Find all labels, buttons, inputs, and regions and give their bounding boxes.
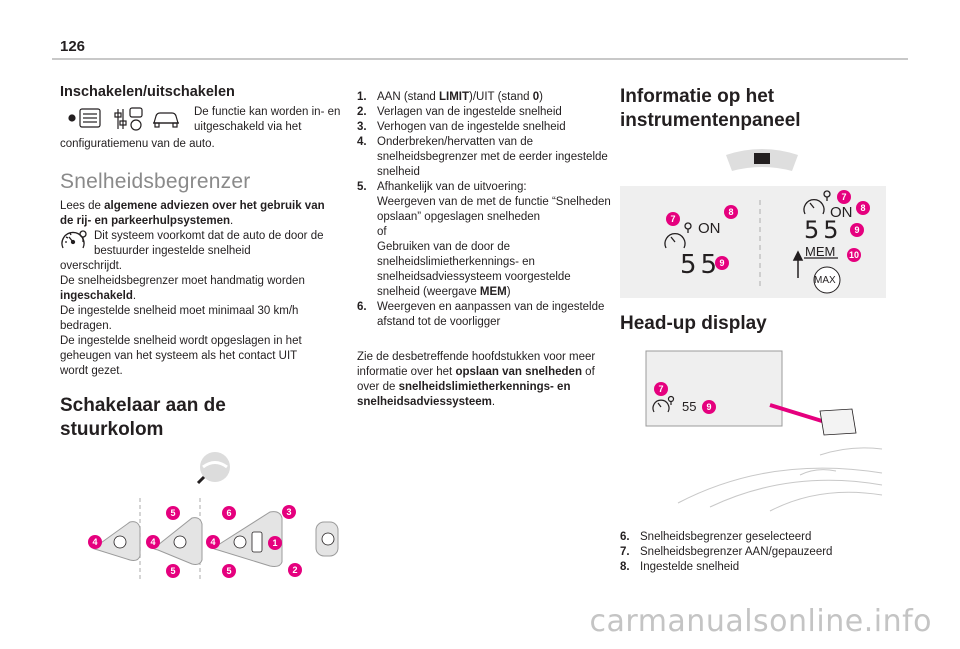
callout-badge: 4: [88, 535, 102, 549]
list-item-text: AAN (stand LIMIT)/UIT (stand 0): [377, 91, 543, 103]
set-speed-right: 55: [804, 216, 843, 244]
header-rule: [52, 58, 908, 60]
list-item-number: 8.: [620, 561, 630, 573]
steering-wheel-icon: [196, 452, 230, 485]
speed-limiter-icon: [60, 228, 88, 254]
list-item-number: 1.: [357, 91, 367, 103]
limiter-on-label-left: ON: [698, 220, 721, 237]
mem-label: MEM: [805, 244, 836, 259]
callout-badge: 8: [724, 205, 738, 219]
system-description: Dit systeem voorkomt dat de auto de door…: [94, 230, 324, 257]
switch-text-continued: configuratiemenu van de auto.: [60, 138, 215, 150]
callout-badge: 6: [222, 506, 236, 520]
callout-badge: 7: [837, 190, 851, 204]
memory-text: De ingestelde snelheid wordt opgeslagen …: [60, 335, 302, 377]
callout-badge: 5: [166, 506, 180, 520]
manual-activation-text: De snelheidsbegrenzer moet handmatig wor…: [60, 275, 305, 302]
list-item-text: Verlagen van de ingestelde snelheid: [377, 106, 562, 118]
callout-badge: 1: [268, 536, 282, 550]
list-item-text: Onderbreken/hervatten van de snelheidsbe…: [377, 136, 608, 178]
list-item: 6. Weergeven en aanpassen van de ingestel…: [357, 300, 615, 330]
list-item: 4. Onderbreken/hervatten van de snelheids…: [357, 135, 615, 180]
set-speed-left: 55: [680, 250, 722, 280]
list-item-number: 6.: [357, 301, 367, 313]
list-item: 3. Verhogen van de ingestelde snelheid: [357, 120, 615, 135]
see-also-paragraph: Zie de desbetreffende hoofdstukken voor …: [357, 351, 596, 408]
list-item-number: 7.: [620, 546, 630, 558]
list-item-text: Snelheidsbegrenzer AAN/gepauzeerd: [640, 546, 833, 558]
instrument-cluster-icon: [722, 145, 802, 175]
stalk-heading: Schakelaar aan de stuurkolom: [60, 395, 226, 440]
callout-badge: 8: [856, 201, 870, 215]
switch-text: De functie kan worden in- en uitgeschake…: [194, 106, 341, 133]
callout-badge: 2: [288, 563, 302, 577]
list-item: 7. Snelheidsbegrenzer AAN/gepauzeerd: [620, 545, 890, 560]
list-item-number: 4.: [357, 136, 367, 148]
page-number: 126: [60, 38, 86, 55]
list-item: 8. Ingestelde snelheid: [620, 560, 890, 575]
system-description-continued: overschrijdt.: [60, 260, 122, 272]
hud-title: Head-up display: [620, 313, 767, 334]
instrument-panel-display: ON 55 ON 55 MEM MAX 7 8 9 7 8 9 10: [620, 186, 886, 298]
legend-list: 6. Snelheidsbegrenzer geselecteerd 7. Snelh…: [620, 530, 890, 575]
watermark: carmanualsonline.info: [589, 604, 932, 639]
list-item-text: Snelheidsbegrenzer geselecteerd: [640, 531, 812, 543]
max-label: MAX: [814, 275, 836, 286]
callout-badge: 9: [715, 256, 729, 270]
switch-icons: [58, 105, 188, 133]
function-list: 1. AAN (stand LIMIT)/UIT (stand 0) 2. Verla…: [357, 90, 615, 330]
hud-set-speed: 55: [682, 399, 697, 414]
section-title: Snelheidsbegrenzer: [60, 170, 251, 193]
callout-badge: 4: [206, 535, 220, 549]
callout-badge: 7: [666, 212, 680, 226]
dashboard-icon: [68, 108, 101, 128]
speed-limiter-icon: [664, 222, 692, 249]
callout-badge: 5: [166, 564, 180, 578]
steering-column-stalk-illustration: 5 6 3 4 4 4 1 5 5 2: [80, 450, 350, 590]
limiter-on-label-right: ON: [830, 204, 853, 221]
switch-heading: Inschakelen/uitschakelen: [60, 84, 235, 100]
list-item-text: Weergeven en aanpassen van de ingestelde…: [377, 301, 605, 328]
list-item-text: Verhogen van de ingestelde snelheid: [377, 121, 566, 133]
list-item-number: 2.: [357, 106, 367, 118]
list-item-number: 5.: [357, 181, 367, 193]
callout-badge: 10: [847, 248, 861, 262]
car-icon: [153, 112, 179, 128]
list-item-number: 6.: [620, 531, 630, 543]
head-up-display-illustration: 55 7 9: [620, 345, 888, 515]
callout-badge: 3: [282, 505, 296, 519]
minimum-speed-text: De ingestelde snelheid moet minimaal 30 …: [60, 305, 299, 332]
callout-badge: 7: [654, 382, 668, 396]
speed-limiter-icon: [652, 395, 675, 413]
list-item: 2. Verlagen van de ingestelde snelheid: [357, 105, 615, 120]
settings-icon: [114, 107, 143, 131]
list-item-text: Ingestelde snelheid: [640, 561, 740, 573]
list-item-number: 3.: [357, 121, 367, 133]
callout-badge: 4: [146, 535, 160, 549]
intro-paragraph: Lees de algemene adviezen over het gebru…: [60, 200, 325, 227]
callout-badge: 9: [702, 400, 716, 414]
arrow-up-icon: [792, 250, 804, 278]
list-item: 6. Snelheidsbegrenzer geselecteerd: [620, 530, 890, 545]
speed-limiter-icon: [803, 190, 831, 215]
callout-badge: 5: [222, 564, 236, 578]
list-item: 5. Afhankelijk van de uitvoering:Weergeve…: [357, 180, 615, 300]
callout-badge: 9: [850, 223, 864, 237]
list-item: 1. AAN (stand LIMIT)/UIT (stand 0): [357, 90, 615, 105]
list-item-text: Afhankelijk van de uitvoering:Weergeven …: [377, 181, 611, 298]
